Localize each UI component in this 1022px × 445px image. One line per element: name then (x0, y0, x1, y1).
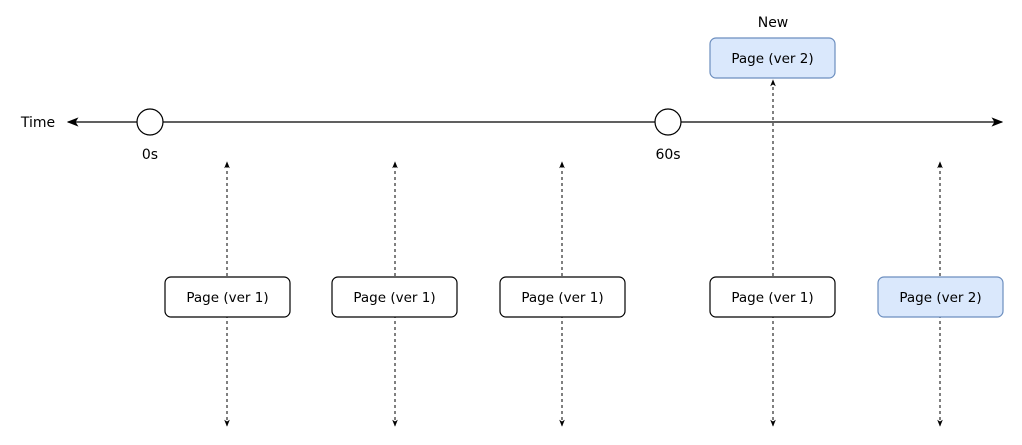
page-box-new-label: Page (ver 2) (731, 51, 813, 67)
time-axis-label: Time (20, 115, 55, 131)
new-label: New (758, 15, 789, 31)
page-box-5-label: Page (ver 2) (899, 290, 981, 306)
marker-60s-label: 60s (655, 147, 680, 163)
page-box-new: Page (ver 2) (709, 37, 836, 79)
page-box-1: Page (ver 1) (164, 276, 291, 318)
page-box-2: Page (ver 1) (331, 276, 458, 318)
marker-60s-circle (654, 108, 682, 136)
marker-0s-label: 0s (142, 147, 158, 163)
page-box-5: Page (ver 2) (877, 276, 1004, 318)
page-box-1-label: Page (ver 1) (186, 290, 268, 306)
page-box-4: Page (ver 1) (709, 276, 836, 318)
page-box-3-label: Page (ver 1) (521, 290, 603, 306)
page-box-2-label: Page (ver 1) (353, 290, 435, 306)
page-box-4-label: Page (ver 1) (731, 290, 813, 306)
page-box-3: Page (ver 1) (499, 276, 626, 318)
marker-0s-circle (136, 108, 164, 136)
